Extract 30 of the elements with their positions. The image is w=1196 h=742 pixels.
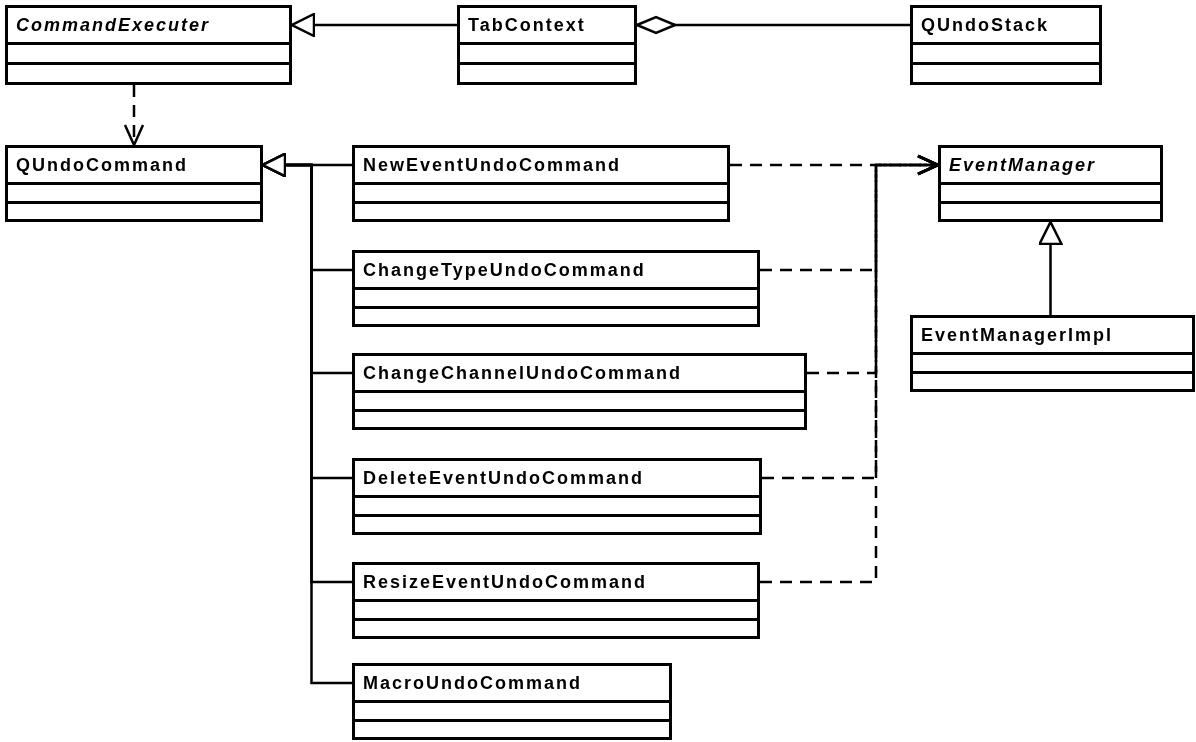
class-box xyxy=(352,353,807,430)
class-name: TabContext xyxy=(468,14,586,36)
class-name: EventManagerImpl xyxy=(921,324,1114,346)
class-name: CommandExecuter xyxy=(16,14,211,36)
class-name: ResizeEventUndoCommand xyxy=(363,571,648,593)
class-box xyxy=(352,250,760,327)
class-name: DeleteEventUndoCommand xyxy=(363,467,645,489)
dependency-arrow xyxy=(123,85,145,147)
inheritance-arrow xyxy=(1038,220,1063,315)
class-box xyxy=(910,315,1195,392)
class-name: NewEventUndoCommand xyxy=(363,154,622,176)
class-name: ChangeTypeUndoCommand xyxy=(363,259,646,281)
class-box xyxy=(457,5,637,85)
dependency-arrow xyxy=(760,154,940,584)
class-name: QUndoCommand xyxy=(16,154,188,176)
class-box xyxy=(352,562,760,639)
class-name: ChangeChannelUndoCommand xyxy=(363,362,682,384)
class-box xyxy=(5,145,263,222)
class-box xyxy=(352,663,672,740)
abstract-class-box xyxy=(5,5,292,85)
abstract-class-box xyxy=(938,145,1163,222)
class-name: QUndoStack xyxy=(921,14,1050,36)
class-name: MacroUndoCommand xyxy=(363,672,582,694)
class-name: EventManager xyxy=(949,154,1097,176)
class-box xyxy=(352,145,730,222)
inheritance-arrow xyxy=(290,12,457,38)
aggregation-line xyxy=(635,15,910,35)
inheritance-arrow xyxy=(261,152,352,685)
class-box xyxy=(910,5,1102,85)
class-box xyxy=(352,458,762,535)
